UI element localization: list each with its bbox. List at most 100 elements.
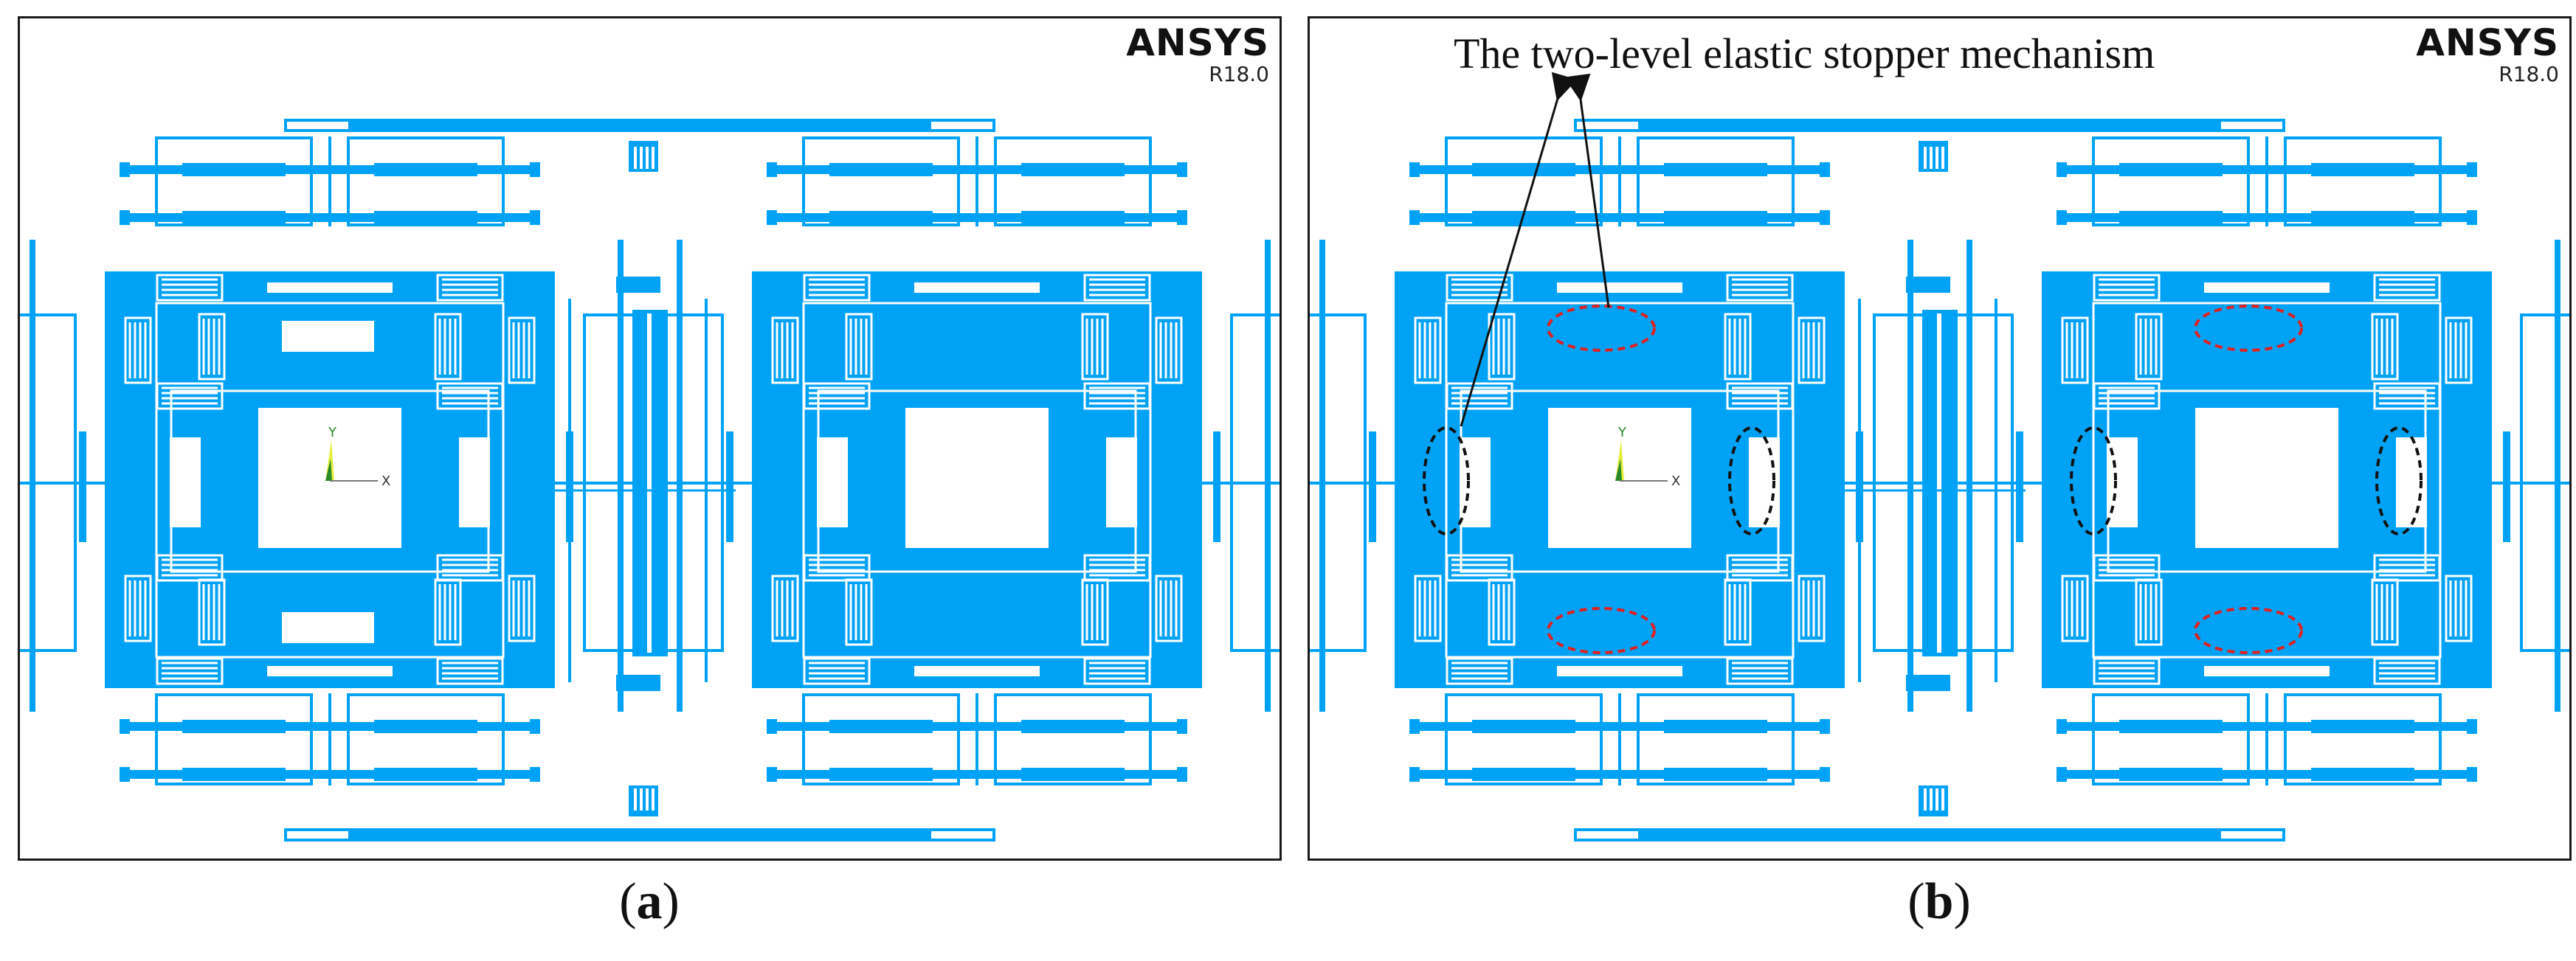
spring-module <box>436 657 504 685</box>
spring-module <box>1155 575 1183 642</box>
ansys-logo: ANSYS R18.0 <box>2416 24 2559 85</box>
axis-x-label: X <box>1671 473 1680 489</box>
electrode-bar <box>1213 431 1220 542</box>
top-slot <box>267 282 393 293</box>
comb-gap <box>640 788 643 811</box>
anchor-beam-thick <box>1021 768 1125 781</box>
spring-module <box>771 575 799 642</box>
comb-gap <box>640 147 643 169</box>
spring-module <box>2135 578 2163 646</box>
center-window <box>905 408 1049 548</box>
anchor-beam-thick <box>1021 720 1125 733</box>
drive-bar <box>677 240 683 712</box>
axis-y-arrow <box>1615 440 1624 481</box>
anchor-beam-thick <box>829 768 933 781</box>
inner-frame-trench <box>2092 302 2442 659</box>
anchor-beam-thick <box>2119 768 2223 781</box>
spring-module <box>1724 578 1752 646</box>
anchor-pad <box>120 162 130 177</box>
annotation-arrow <box>1460 72 1578 427</box>
stopper-annotation: The two-level elastic stopper mechanism <box>1454 30 2155 77</box>
spring-module <box>156 274 224 302</box>
caption-a: (a) <box>619 873 680 930</box>
spring-module <box>1726 382 1794 410</box>
mass-edge <box>1830 271 1845 688</box>
anchor-pad <box>2057 719 2067 734</box>
anchor-beam-thick <box>2119 211 2223 224</box>
stopper-marker-red <box>1547 305 1656 352</box>
spring-module <box>156 657 224 685</box>
spring-module <box>1446 657 1513 685</box>
anchor-pad <box>530 767 540 782</box>
electrode-bar <box>2016 431 2023 542</box>
ansys-version: R18.0 <box>1209 62 1269 86</box>
top-slot <box>914 282 1040 293</box>
spring-module <box>2093 382 2161 410</box>
center-anchor <box>1906 675 1950 691</box>
etch-hole <box>170 437 201 527</box>
spring-module <box>1446 382 1513 410</box>
spring-module <box>2445 575 2473 642</box>
anchor-pad <box>120 719 130 734</box>
bottom-slot <box>914 666 1040 676</box>
spring-module <box>1081 313 1109 381</box>
center-gap <box>647 313 652 653</box>
anchor-pad <box>120 210 130 225</box>
ansys-version: R18.0 <box>2499 62 2559 86</box>
electrode-bar <box>726 431 733 542</box>
spring-module <box>1083 657 1151 685</box>
bottom-slot <box>267 666 393 676</box>
stopper-marker-red <box>1547 607 1656 654</box>
spring-module <box>2093 554 2161 582</box>
anchor-beam-thick <box>2119 720 2223 733</box>
spring-module <box>1798 316 1826 384</box>
comb-gap <box>634 788 637 811</box>
spring-module <box>508 316 536 384</box>
anchor-pad <box>1177 719 1187 734</box>
mems-layout-a: YX <box>20 119 1280 842</box>
mems-layout-b: YX <box>1310 72 2569 842</box>
anchor-pad <box>2057 210 2067 225</box>
anchor-pad <box>1820 162 1830 177</box>
anchor-pad <box>1820 719 1830 734</box>
anchor-beam-thick <box>182 768 286 781</box>
ansys-brand: ANSYS <box>2416 21 2559 64</box>
anchor-beam-thick <box>1472 720 1575 733</box>
comb-gap <box>1930 147 1933 169</box>
spring-module <box>2373 657 2441 685</box>
anchor-beam-thick <box>2311 720 2414 733</box>
anchor-pad <box>1409 210 1420 225</box>
support-frame <box>802 693 960 785</box>
center-anchor <box>1906 277 1950 293</box>
spring-module <box>156 382 224 410</box>
anchor-beam-thick <box>182 720 286 733</box>
comb-gap <box>1936 788 1938 811</box>
spring-module <box>436 554 504 582</box>
spring-module <box>2373 274 2441 302</box>
spring-module <box>434 313 462 381</box>
anchor-beam-thick <box>829 720 933 733</box>
anchor-beam-thick <box>182 211 286 224</box>
spring-module <box>124 575 152 642</box>
spring-module <box>1414 575 1442 642</box>
spring-module <box>2135 313 2163 381</box>
mass-edge <box>752 271 767 688</box>
spring-module <box>1446 274 1513 302</box>
support-frame <box>2284 136 2442 226</box>
spring-module <box>1083 554 1151 582</box>
stopper-marker-red <box>2194 607 2303 654</box>
axis-x-label: X <box>381 473 390 489</box>
top-slot <box>2204 282 2330 293</box>
support-frame <box>2092 693 2250 785</box>
center-window <box>2195 408 2338 548</box>
axis-y-label: Y <box>1617 425 1627 440</box>
spring-module <box>434 578 462 646</box>
support-frame <box>347 693 505 785</box>
ansys-logo: ANSYS R18.0 <box>1126 24 1269 85</box>
drive-bar <box>30 240 35 712</box>
bottom-slot <box>2204 666 2330 676</box>
electrode-bar <box>2503 431 2510 542</box>
mass-edge <box>105 271 120 688</box>
anchor-pad <box>120 767 130 782</box>
spring-module <box>1488 313 1516 381</box>
